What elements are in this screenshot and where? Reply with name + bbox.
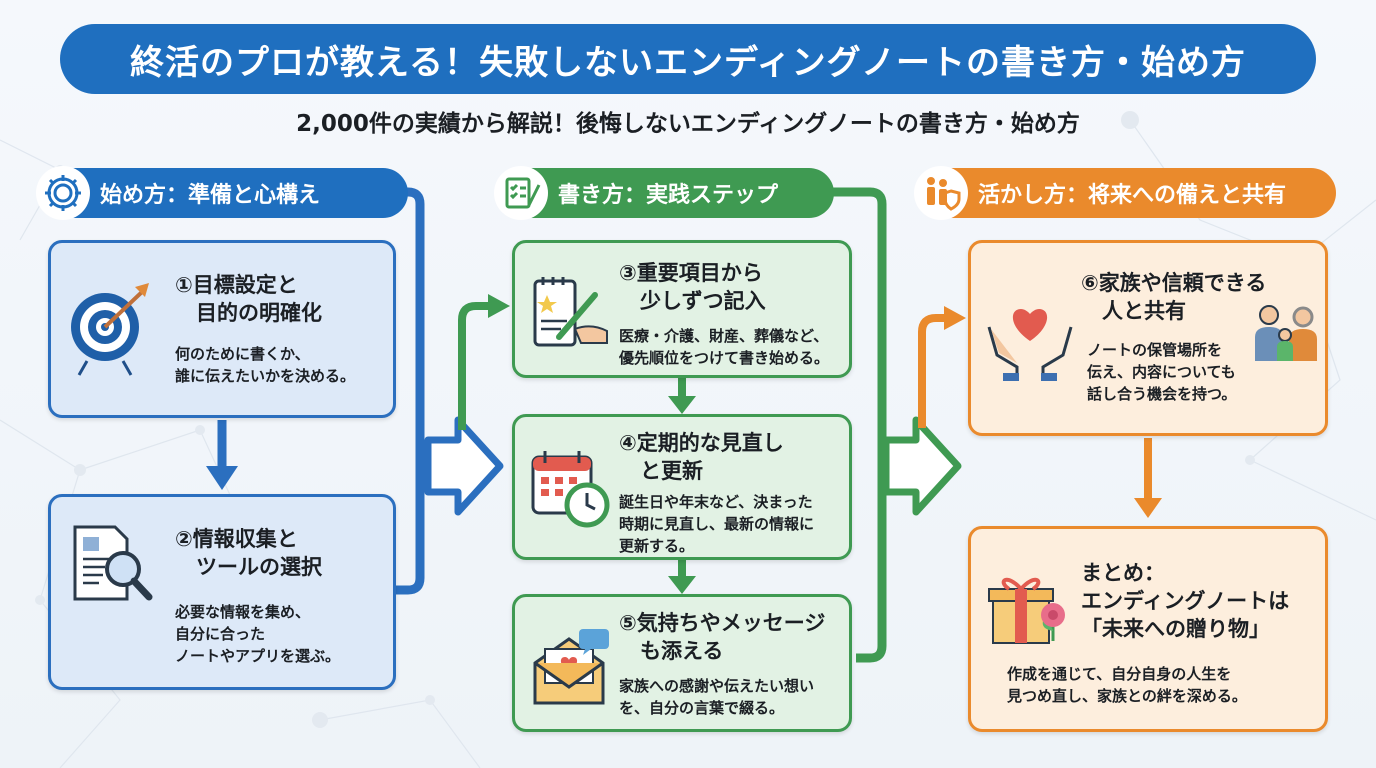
column-header-start: 始め方：準備と心構え	[36, 166, 408, 220]
document-magnifier-icon	[69, 523, 155, 607]
card-body: 何のために書くか、 誰に伝えたいかを決める。	[175, 345, 356, 385]
page-subtitle: 2,000件の実績から解説！後悔しないエンディングノートの書き方・始め方	[296, 111, 1080, 137]
family-icon	[1251, 303, 1323, 367]
card-body: 医療・介護、財産、葬儀など、 優先順位をつけて書き始める。	[619, 327, 830, 367]
card-body: ノートの保管場所を 伝え、内容についても 話し合う機会を持つ。	[1087, 341, 1237, 403]
card-title: ⑤気持ちやメッセージ も添える	[619, 611, 826, 663]
column-header-label: 書き方：実践ステップ	[558, 183, 779, 208]
step-card-sharing: ⑥家族や信頼できる 人と共有 ノートの保管場所を 伝え、内容についても 話し合う…	[968, 240, 1328, 436]
notepad-pen-icon	[529, 273, 613, 357]
card-title: ④定期的な見直し と更新	[619, 431, 784, 483]
column-header-label: 始め方：準備と心構え	[100, 183, 321, 208]
card-title: ②情報収集と ツールの選択	[175, 527, 322, 579]
step-card-info-gathering: ②情報収集と ツールの選択 必要な情報を集め、 自分に合った ノートやアプリを選…	[48, 494, 396, 690]
column-header-write: 書き方：実践ステップ	[494, 166, 834, 220]
calendar-clock-icon	[529, 447, 613, 535]
step-card-important-items: ③重要項目から 少しずつ記入 医療・介護、財産、葬儀など、 優先順位をつけて書き…	[512, 240, 852, 378]
card-body: 家族への感謝や伝えたい想い を、自分の言葉で綴る。	[619, 677, 815, 717]
step-card-periodic-review: ④定期的な見直し と更新 誕生日や年末など、決まった 時期に見直し、最新の情報に…	[512, 414, 852, 560]
card-body: 作成を通じて、自分自身の人生を 見つめ直し、家族との絆を深める。	[1007, 665, 1247, 705]
card-body: 必要な情報を集め、 自分に合った ノートやアプリを選ぶ。	[175, 603, 341, 665]
family-shield-icon	[914, 166, 968, 220]
card-body: 誕生日や年末など、決まった 時期に見直し、最新の情報に 更新する。	[619, 493, 815, 555]
card-title: まとめ： エンディングノートは 「未来への贈り物」	[1081, 561, 1290, 641]
card-title: ①目標設定と 目的の明確化	[175, 273, 322, 325]
target-arrow-icon	[65, 277, 155, 381]
column-header-label: 活かし方：将来への備えと共有	[978, 183, 1287, 208]
step-card-messages: ⑤気持ちやメッセージ も添える 家族への感謝や伝えたい想い を、自分の言葉で綴る…	[512, 594, 852, 732]
summary-card: まとめ： エンディングノートは 「未来への贈り物」 作成を通じて、自分自身の人生…	[968, 526, 1328, 732]
gift-flower-icon	[987, 559, 1077, 653]
card-title: ③重要項目から 少しずつ記入	[619, 261, 766, 313]
gear-settings-icon	[36, 166, 90, 220]
hands-heart-icon	[985, 297, 1075, 385]
step-card-goal-setting: ①目標設定と 目的の明確化 何のために書くか、 誰に伝えたいかを決める。	[48, 240, 396, 418]
page-title: 終活のプロが教える！失敗しないエンディングノートの書き方・始め方	[60, 24, 1316, 94]
column-header-use: 活かし方：将来への備えと共有	[914, 166, 1336, 220]
card-title: ⑥家族や信頼できる 人と共有	[1081, 271, 1267, 323]
envelope-heart-icon	[529, 627, 613, 711]
checklist-pen-icon	[494, 166, 548, 220]
